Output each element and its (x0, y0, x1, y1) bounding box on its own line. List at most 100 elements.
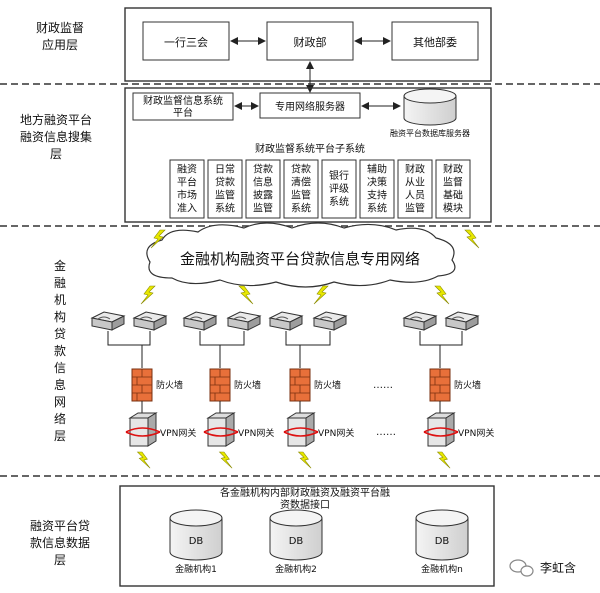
firewall-icon (289, 368, 311, 402)
subsystem-label: 监管 (291, 189, 311, 202)
top-box-others-label: 其他部委 (413, 35, 457, 49)
db-icon (269, 518, 323, 561)
layer-label-network-line: 信 (54, 361, 66, 375)
db-server-icon (403, 88, 457, 126)
layer-label-collection-line: 地方融资平台 (20, 112, 92, 127)
vpn-gateway-icon (125, 412, 161, 447)
top-box-mof (266, 21, 354, 61)
watermark-text: 李虹含 (540, 560, 576, 575)
db-icon (169, 518, 223, 561)
layer-label-network-line: 贷 (54, 327, 66, 341)
info-system-box (132, 92, 234, 121)
lightning-icon (238, 285, 254, 305)
institution-label: 金融机构1 (175, 563, 217, 575)
subsystem-label: 融资 (177, 164, 197, 176)
wechat-icon (509, 559, 534, 577)
layer-label-network-line: 金 (54, 258, 66, 273)
subsystem-label: 监管 (253, 202, 273, 215)
firewall-icon (131, 368, 153, 402)
subsystem-label: 清偿 (291, 176, 311, 189)
layer-label-network-line: 构 (54, 309, 66, 324)
firewall-icon (209, 368, 231, 402)
ellipsis-firewall: …… (373, 380, 393, 391)
layer-label-network-line: 款 (54, 344, 66, 358)
cloud-icon (146, 222, 456, 288)
lightning-icon (150, 229, 166, 249)
router-link (107, 331, 151, 346)
router-icon (402, 311, 438, 331)
subsystem-label: 日常 (215, 163, 235, 176)
router-icon (444, 311, 480, 331)
layer-label-collection-line: 层 (50, 147, 62, 161)
subsystem-list: 融资平台市场准入日常贷款监管系统贷款信息披露监管贷款清偿监管系统银行评级系统辅助… (169, 159, 471, 219)
subsystem-label: 系统 (329, 195, 349, 208)
layer-label-network-line: 层 (54, 429, 66, 443)
router-link (285, 331, 331, 346)
collection-frame (124, 87, 492, 223)
institution-label: 金融机构n (421, 563, 463, 575)
top-box-csrc (142, 21, 230, 61)
subsystem-label: 平台 (177, 176, 197, 189)
layer-labels: 财政监督应用层地方融资平台融资信息搜集层金融机构贷款信息网络层融资平台贷款信息数… (20, 20, 92, 567)
layer-label-data-line: 款信息数据 (30, 535, 90, 550)
firewall-label: 防火墙 (454, 379, 481, 391)
lightning-icon (136, 451, 151, 469)
db-label: DB (435, 536, 450, 547)
subsystem-label: 准入 (177, 203, 197, 215)
router-icon (182, 311, 218, 331)
top-box-csrc-label: 一行三会 (164, 36, 208, 49)
top-box-mof-label: 财政部 (294, 35, 327, 49)
top-box-others (391, 21, 479, 61)
router-icon (132, 311, 168, 331)
subsystem-label: 财政 (443, 163, 463, 176)
subsystem-label: 人员 (405, 190, 425, 202)
lightning-icon (434, 285, 450, 305)
subsystem-label: 系统 (291, 202, 311, 215)
server-label: 专用网络服务器 (275, 100, 345, 113)
firewall-label: 防火墙 (156, 379, 183, 391)
firewall-label: 防火墙 (234, 379, 261, 391)
institution-db: DB 金融机构1 (169, 509, 223, 575)
db-server-label: 融资平台数据库服务器 (390, 128, 470, 138)
router-icon (268, 311, 304, 331)
layer-label-network-line: 络 (54, 411, 66, 426)
lightning-icon (218, 451, 233, 469)
vpn-gateway-icon (203, 412, 239, 447)
subsystem-label: 贷款 (291, 163, 311, 176)
lightning-icon (464, 229, 480, 249)
subsystem-label: 监管 (215, 189, 235, 202)
vpn-gateway-icon (423, 412, 459, 447)
subsystem-label: 信息 (253, 176, 273, 189)
layer-label-data-line: 融资平台贷 (30, 518, 90, 533)
db-label: DB (189, 536, 204, 547)
ellipsis-vpn: …… (376, 427, 396, 438)
router-link (199, 331, 245, 346)
vpn-label: VPN网关 (160, 427, 196, 439)
subsystem-label: 决策 (367, 176, 387, 189)
cloud-label: 金融机构融资平台贷款信息专用网络 (180, 250, 420, 268)
subsystem-label: 市场 (177, 189, 197, 202)
lightning-bolts (136, 229, 480, 469)
info-system-label-2: 平台 (173, 106, 193, 119)
layer-label-data-line: 层 (54, 553, 66, 567)
subsystem-label: 基础 (443, 189, 463, 202)
firewall-label: 防火墙 (314, 379, 341, 391)
subsystem-title: 财政监督系统平台子系统 (255, 142, 365, 155)
subsystem-label: 贷款 (253, 163, 273, 176)
subsystem-label: 评级 (329, 183, 349, 195)
